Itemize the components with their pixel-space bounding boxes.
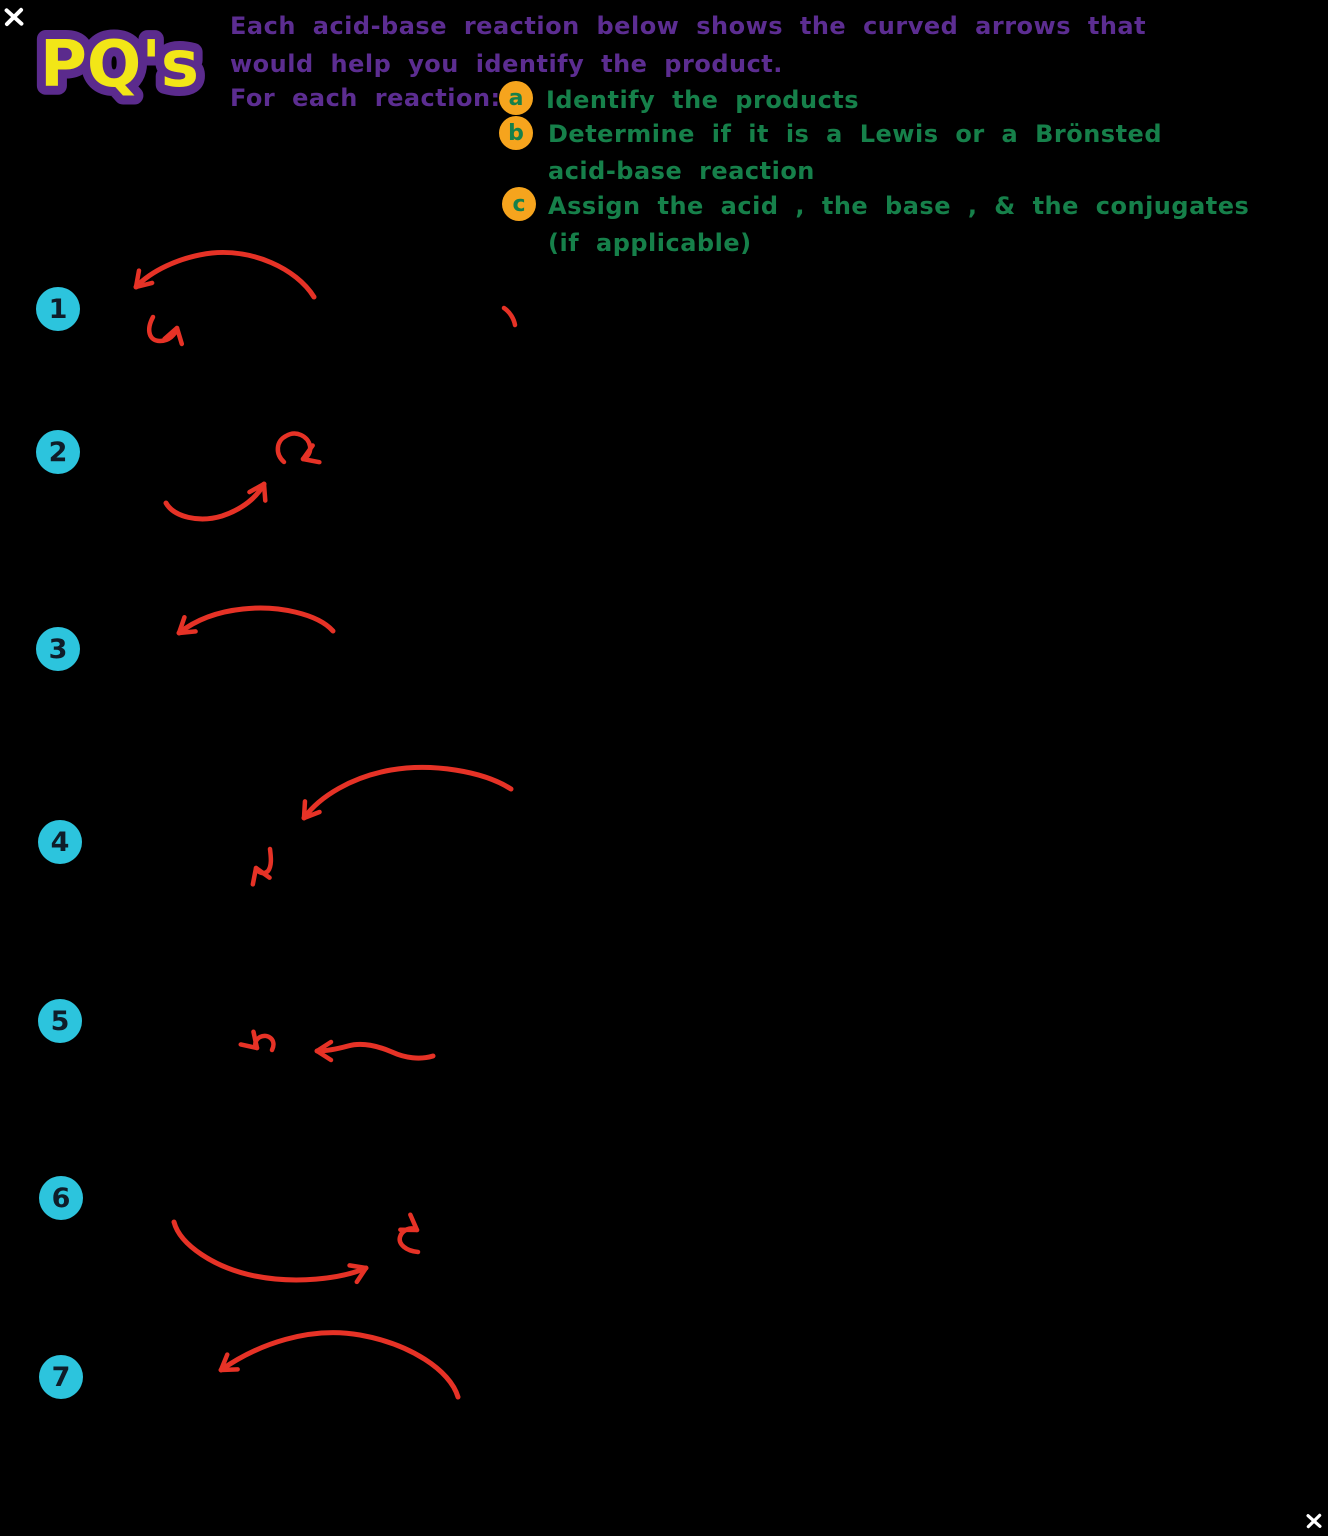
problem-badge-7: 7 (39, 1355, 83, 1399)
curved-arrow-p2-scoop (163, 481, 268, 522)
red-dash-p1 (501, 305, 518, 328)
problem-badge-5: 5 (38, 999, 82, 1043)
curved-arrow-p1-hook (146, 314, 185, 347)
curved-arrow-p1-long (133, 249, 317, 300)
curved-arrow-p2-loop (275, 431, 322, 465)
curved-arrow-p5-curl (238, 1029, 276, 1053)
curved-arrow-p4-hook (250, 846, 274, 887)
problem-badge-2: 2 (36, 430, 80, 474)
problem-badge-3: 3 (36, 627, 80, 671)
task-c-text-line1: Assign the acid , the base , & the conju… (548, 192, 1250, 220)
task-bullet-c: c (502, 187, 536, 221)
intro-line-3: For each reaction: (230, 84, 501, 112)
task-a-text: Identify the products (546, 86, 860, 114)
task-bullet-b: b (499, 116, 533, 150)
intro-line-1: Each acid-base reaction below shows the … (230, 12, 1147, 40)
curved-arrow-p6-hook (397, 1212, 421, 1255)
problem-badge-6: 6 (39, 1176, 83, 1220)
curved-arrow-p6-sweep (171, 1219, 369, 1285)
x-mark-icon (4, 6, 24, 28)
task-b-text-line2: acid-base reaction (548, 157, 815, 185)
curved-arrow-p4-long (301, 764, 514, 821)
curved-arrow-p5-wavy (314, 1039, 436, 1063)
intro-line-2: would help you identify the product. (230, 50, 783, 78)
task-b-text-line1: Determine if it is a Lewis or a Brönsted (548, 120, 1162, 148)
problem-badge-1: 1 (36, 287, 80, 331)
curved-arrow-p7-long (218, 1330, 461, 1400)
task-c-text-line2: (if applicable) (548, 229, 752, 257)
curved-arrow-p3-long (176, 605, 336, 636)
pqs-logo: PQ's (31, 19, 208, 111)
x-mark-icon (1306, 1512, 1322, 1530)
pqs-logo-text: PQ's (40, 28, 199, 102)
problem-badge-4: 4 (38, 820, 82, 864)
task-bullet-a: a (499, 81, 533, 115)
